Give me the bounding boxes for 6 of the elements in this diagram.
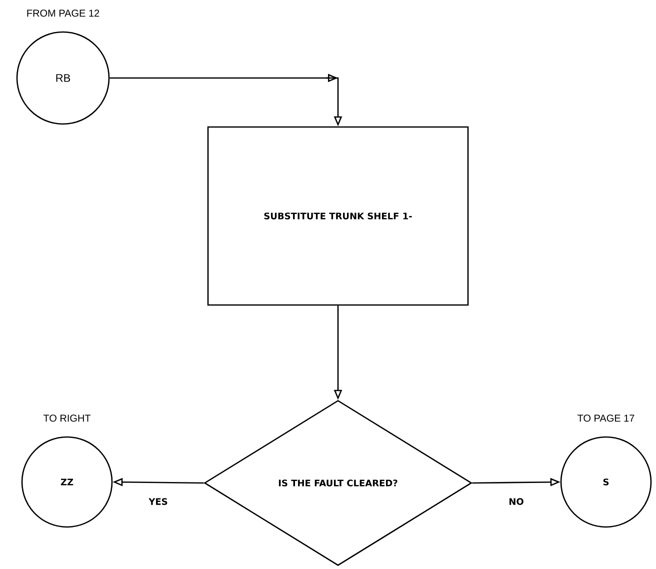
edge-label: YES	[148, 498, 168, 505]
node-label: TO RIGHT	[43, 414, 91, 422]
node-label: FROM PAGE 12	[27, 10, 100, 17]
node-label: TO PAGE 17	[578, 414, 634, 422]
edge-label: NO	[510, 498, 524, 505]
process-box: SUBSTITUTE TRUNK SHELF 1-	[207, 126, 469, 306]
